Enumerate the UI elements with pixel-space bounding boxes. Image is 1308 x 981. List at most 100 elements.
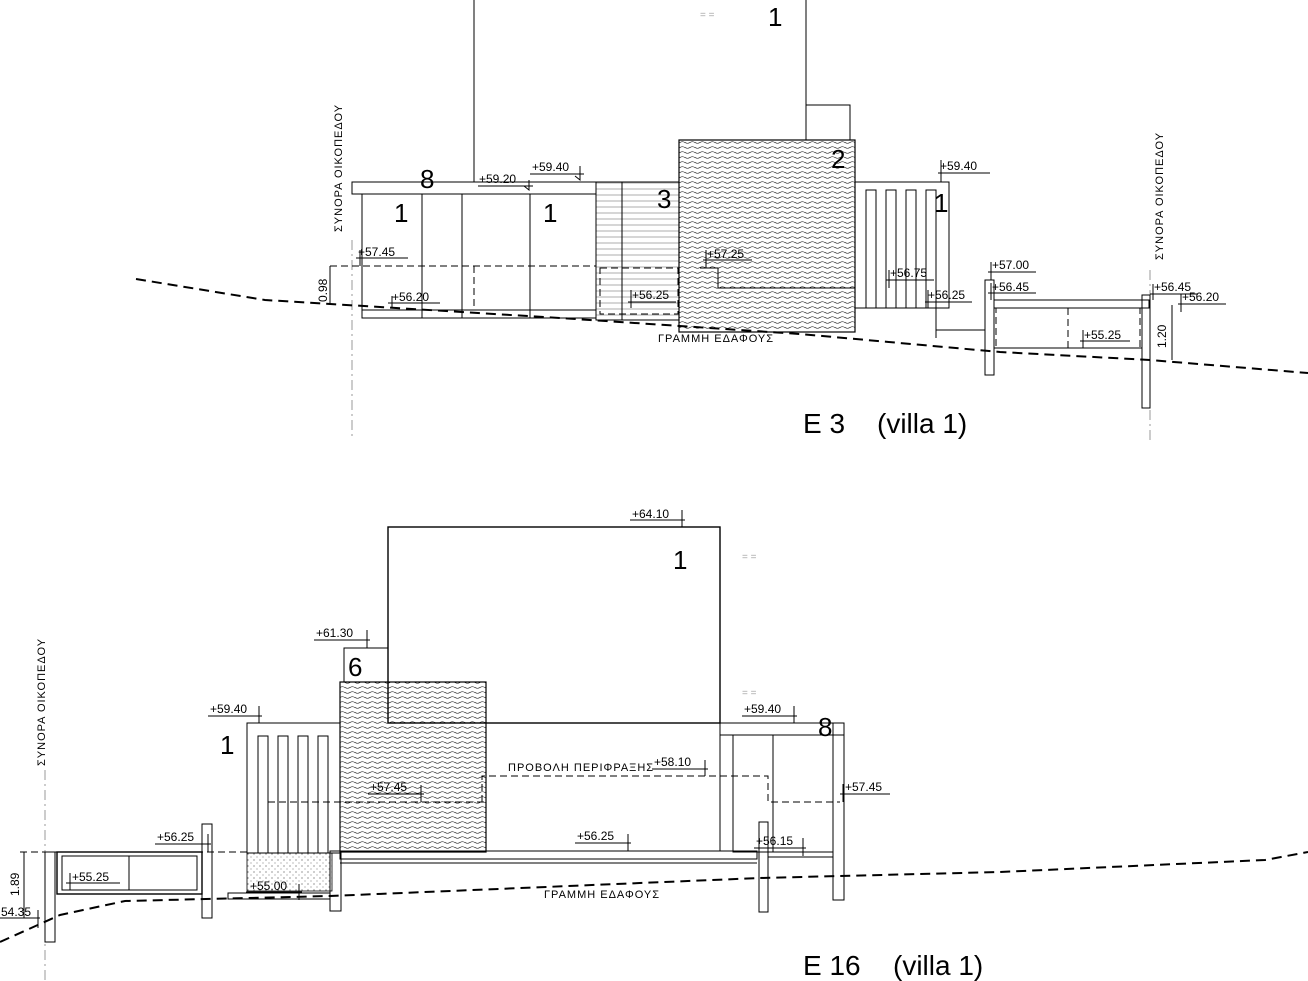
post [1141,294,1151,409]
hidden-step [599,267,679,315]
element-number: 1 [543,198,557,228]
svg-text:+56.20: +56.20 [1182,290,1219,304]
level-mark: +61.30 [314,626,370,648]
svg-text:+59.40: +59.40 [210,702,247,716]
level-mark: +56.75 [886,266,934,288]
slat [905,189,917,309]
boundary-label-right: ΣΥΝΟΡΑ ΟΙΚΟΠΕΔΟΥ [1154,132,1166,260]
wall-step [700,267,855,289]
svg-text:+58.10: +58.10 [654,755,691,769]
level-mark: +57.45 [368,780,424,802]
level-mark: +64.10 [630,507,685,527]
svg-text:+57.25: +57.25 [707,247,744,261]
gate-panel [595,181,680,321]
level-mark: +59.40 [938,159,990,182]
svg-text:+59.40: +59.40 [940,159,977,173]
gravel [246,852,333,892]
level-mark: +56.20 [1178,290,1226,312]
level-mark: +58.10 [652,755,708,776]
level-mark: +59.20 [478,172,533,192]
view-title: E 16 [803,950,861,981]
svg-text:+59.40: +59.40 [532,160,569,174]
svg-text:+56.45: +56.45 [992,280,1029,294]
fence-projection-line [481,775,840,803]
view-title: E 3 [803,408,845,439]
svg-text:+56.45: +56.45 [1154,280,1191,294]
svg-text:+55.00: +55.00 [250,879,287,893]
ground-label: ΓΡΑΜΜΗ ΕΔΑΦΟΥΣ [658,333,774,345]
level-mark: +56.45 [1150,280,1198,300]
level-mark: +56.20 [388,290,440,308]
dim-left: 0.98 [316,278,330,302]
ground-line [135,278,1308,374]
post [44,851,56,943]
post [832,722,845,901]
slat-fence [246,722,341,854]
svg-text:+56.25: +56.25 [577,829,614,843]
level-mark: +59.40 [208,702,262,723]
stone-wall [339,681,487,853]
level-mark: +55.25 [1080,328,1130,348]
svg-text:+57.45: +57.45 [845,780,882,794]
level-mark: +56.25 [575,829,631,851]
level-mark: +57.45 [840,780,890,802]
svg-text:+57.00: +57.00 [992,258,1029,272]
post [201,823,213,919]
terrace-slab [339,850,758,860]
level-mark: +56.25 [628,288,676,308]
fence-cap [351,181,597,195]
element-number: 1 [768,2,782,32]
stone-wall [678,139,856,333]
level-mark: +57.45 [356,245,408,266]
grid-mark: = = [700,10,715,21]
grid-mark: = = [742,552,757,563]
element-number: 1 [673,545,687,575]
svg-text:+64.10: +64.10 [632,507,669,521]
level-mark: +56.45 [988,280,1036,300]
svg-text:+56.25: +56.25 [632,288,669,302]
slat [277,735,289,854]
svg-text:+55.25: +55.25 [1084,328,1121,342]
post [984,279,995,376]
pool-edge [993,299,1150,309]
boundary-label-left: ΣΥΝΟΡΑ ΟΙΚΟΠΕΔΟΥ [36,638,48,766]
level-mark: +56.25 [155,830,211,852]
slat [317,735,329,854]
svg-text:+56.25: +56.25 [928,288,965,302]
slat [865,189,877,309]
svg-text:+56.20: +56.20 [392,290,429,304]
svg-text:+56.75: +56.75 [890,266,927,280]
level-mark: +59.40 [530,160,584,182]
svg-text:+57.45: +57.45 [370,780,407,794]
elevation-e3: ΣΥΝΟΡΑ ΟΙΚΟΠΕΔΟΥ ΣΥΝΟΡΑ ΟΙΚΟΠΕΔΟΥ = = [135,0,1308,440]
svg-text:+56.15: +56.15 [756,834,793,848]
element-number: 1 [934,188,948,218]
level-mark: 54.35 [0,905,40,928]
post [758,821,769,913]
svg-text:+55.25: +55.25 [72,870,109,884]
fence-base [855,307,937,338]
ground-line [0,851,1308,943]
element-number: 2 [831,144,845,174]
element-number: 3 [657,184,671,214]
level-mark: +56.15 [754,834,806,856]
level-mark: +59.40 [742,702,797,723]
dim-right: 1.20 [1155,324,1169,348]
slat [257,735,269,854]
level-mark: +55.25 [66,870,120,890]
view-subtitle: (villa 1) [877,408,967,439]
slat [885,189,897,309]
element-number: 1 [394,198,408,228]
roof-box [805,104,851,141]
level-mark: +55.00 [246,879,302,900]
element-number: 8 [420,164,434,194]
fence-projection-label: ΠΡΟΒΟΛΗ ΠΕΡΙΦΡΑΞΗΣ [508,762,654,774]
ground-label: ΓΡΑΜΜΗ ΕΔΑΦΟΥΣ [544,889,660,901]
level-mark: +57.25 [703,247,752,268]
element-number: 6 [348,652,362,682]
svg-text:+61.30: +61.30 [316,626,353,640]
element-number: 8 [818,712,832,742]
grid-mark: = = [742,688,757,699]
svg-text:+59.20: +59.20 [479,172,516,186]
